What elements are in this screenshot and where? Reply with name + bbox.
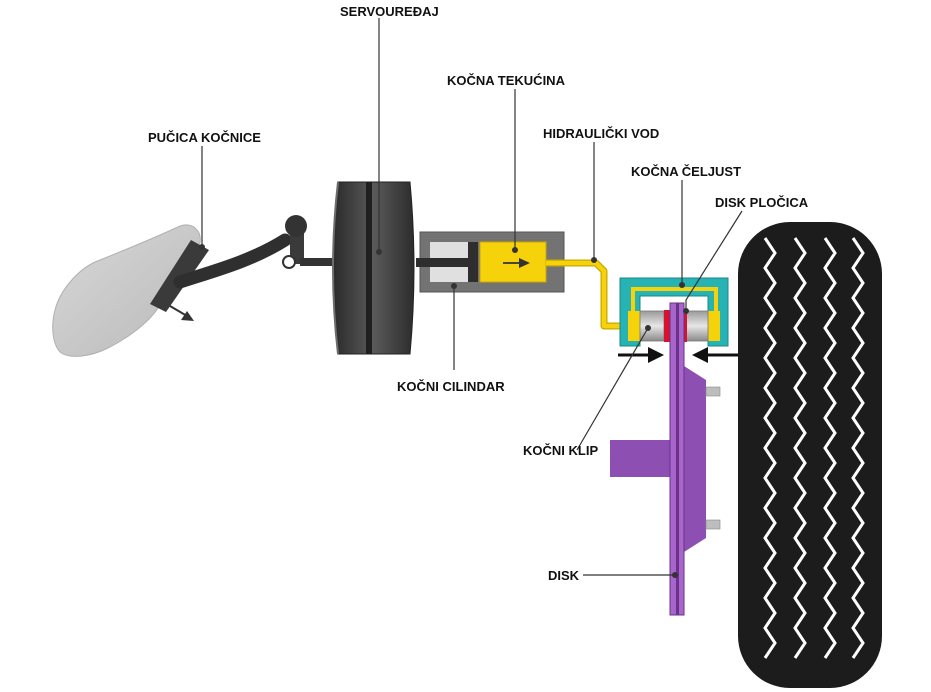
tread-groove [851, 237, 865, 659]
label-hydraulic-line: HIDRAULIČKI VOD [543, 126, 659, 141]
leader-lines [201, 18, 743, 576]
tread-groove [793, 237, 807, 659]
label-pad: DISK PLOČICA [715, 195, 809, 210]
brake-pistons [639, 310, 709, 342]
pedal-arrow-icon [169, 305, 194, 321]
tire-tread-pattern [763, 237, 865, 659]
master-cylinder [416, 231, 565, 293]
brake-pedal [150, 215, 336, 312]
label-fluid: KOČNA TEKUĆINA [447, 73, 566, 88]
brake-booster [332, 181, 415, 355]
tread-groove [823, 237, 837, 659]
label-disc: DISK [548, 568, 580, 583]
clamp-arrow-right-icon [692, 347, 738, 363]
label-caliper: KOČNA ČELJUST [631, 164, 741, 179]
tread-groove [763, 237, 777, 659]
label-piston: KOČNI KLIP [523, 443, 598, 458]
wheel-hub [610, 366, 721, 552]
brake-caliper [619, 277, 729, 347]
clamp-arrow-left-icon [618, 347, 664, 363]
leader-dots [199, 244, 689, 578]
tire [738, 222, 882, 688]
label-booster: SERVOUREĐAJ [340, 4, 439, 19]
label-pedal: PUČICA KOČNICE [148, 130, 261, 145]
hydraulic-line [546, 259, 632, 330]
label-master-cylinder: KOČNI CILINDAR [397, 379, 505, 394]
brake-disc [669, 302, 685, 616]
foot-shape [52, 224, 201, 357]
fluid-flow-arrow-icon [503, 258, 530, 268]
